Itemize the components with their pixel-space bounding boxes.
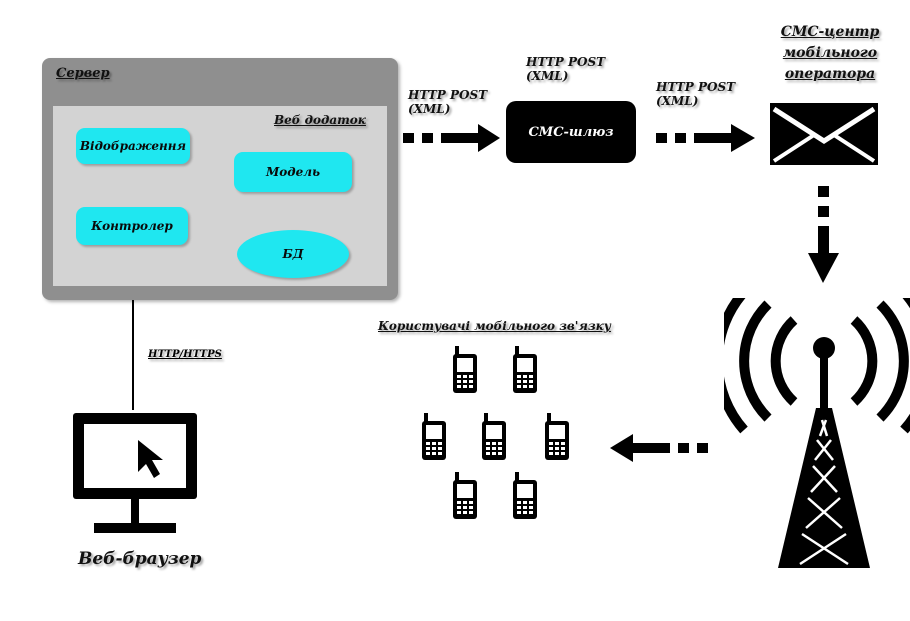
mobile-phone-icon (453, 472, 477, 519)
mobile-users-label: Користувачі мобільного зв'язку (378, 319, 611, 333)
http-post-label-1-line2: (XML) (408, 102, 451, 116)
sms-center-line3: оператора (784, 66, 876, 82)
sms-gateway: СМС-шлюз (506, 101, 636, 163)
http-post-label-3-line2: (XML) (656, 94, 699, 108)
web-browser-label: Веб-браузер (78, 549, 202, 569)
arrow-gateway-to-smscenter (656, 124, 755, 152)
webapp-label: Веб додаток (274, 113, 366, 127)
arrow-server-to-gateway (403, 124, 500, 152)
http-post-label-2: HTTP POST (XML) (526, 55, 605, 83)
mobile-phone-icon (545, 413, 569, 460)
radio-tower-icon (724, 298, 910, 568)
view-component: Відображення (76, 128, 190, 164)
mobile-phone-icon (422, 413, 446, 460)
sms-center-line1: СМС-центр (780, 24, 880, 40)
mobile-phone-icon (482, 413, 506, 460)
http-https-label: HTTP/HTTPS (148, 349, 222, 360)
controller-component: Контролер (76, 207, 188, 245)
http-post-label-3-line1: HTTP POST (656, 80, 736, 94)
database-component: БД (237, 230, 349, 278)
http-post-label-2-line2: (XML) (526, 69, 569, 83)
http-post-label-2-line1: HTTP POST (526, 55, 606, 69)
envelope-icon (770, 103, 878, 165)
arrow-tower-to-users (610, 434, 708, 462)
http-post-label-1: HTTP POST (XML) (408, 88, 487, 116)
mobile-phone-icon (513, 346, 537, 393)
mobile-phone-icon (513, 472, 537, 519)
http-post-label-3: HTTP POST (XML) (656, 80, 735, 108)
model-component: Модель (234, 152, 352, 192)
sms-center-label: СМС-центр мобільного оператора (760, 22, 900, 85)
server-label: Сервер (56, 66, 110, 81)
monitor-cursor-icon (73, 413, 197, 533)
sms-center-line2: мобільного (782, 45, 878, 61)
arrow-smscenter-to-tower (808, 186, 839, 283)
http-post-label-1-line1: HTTP POST (408, 88, 488, 102)
mobile-phone-icon (453, 346, 477, 393)
